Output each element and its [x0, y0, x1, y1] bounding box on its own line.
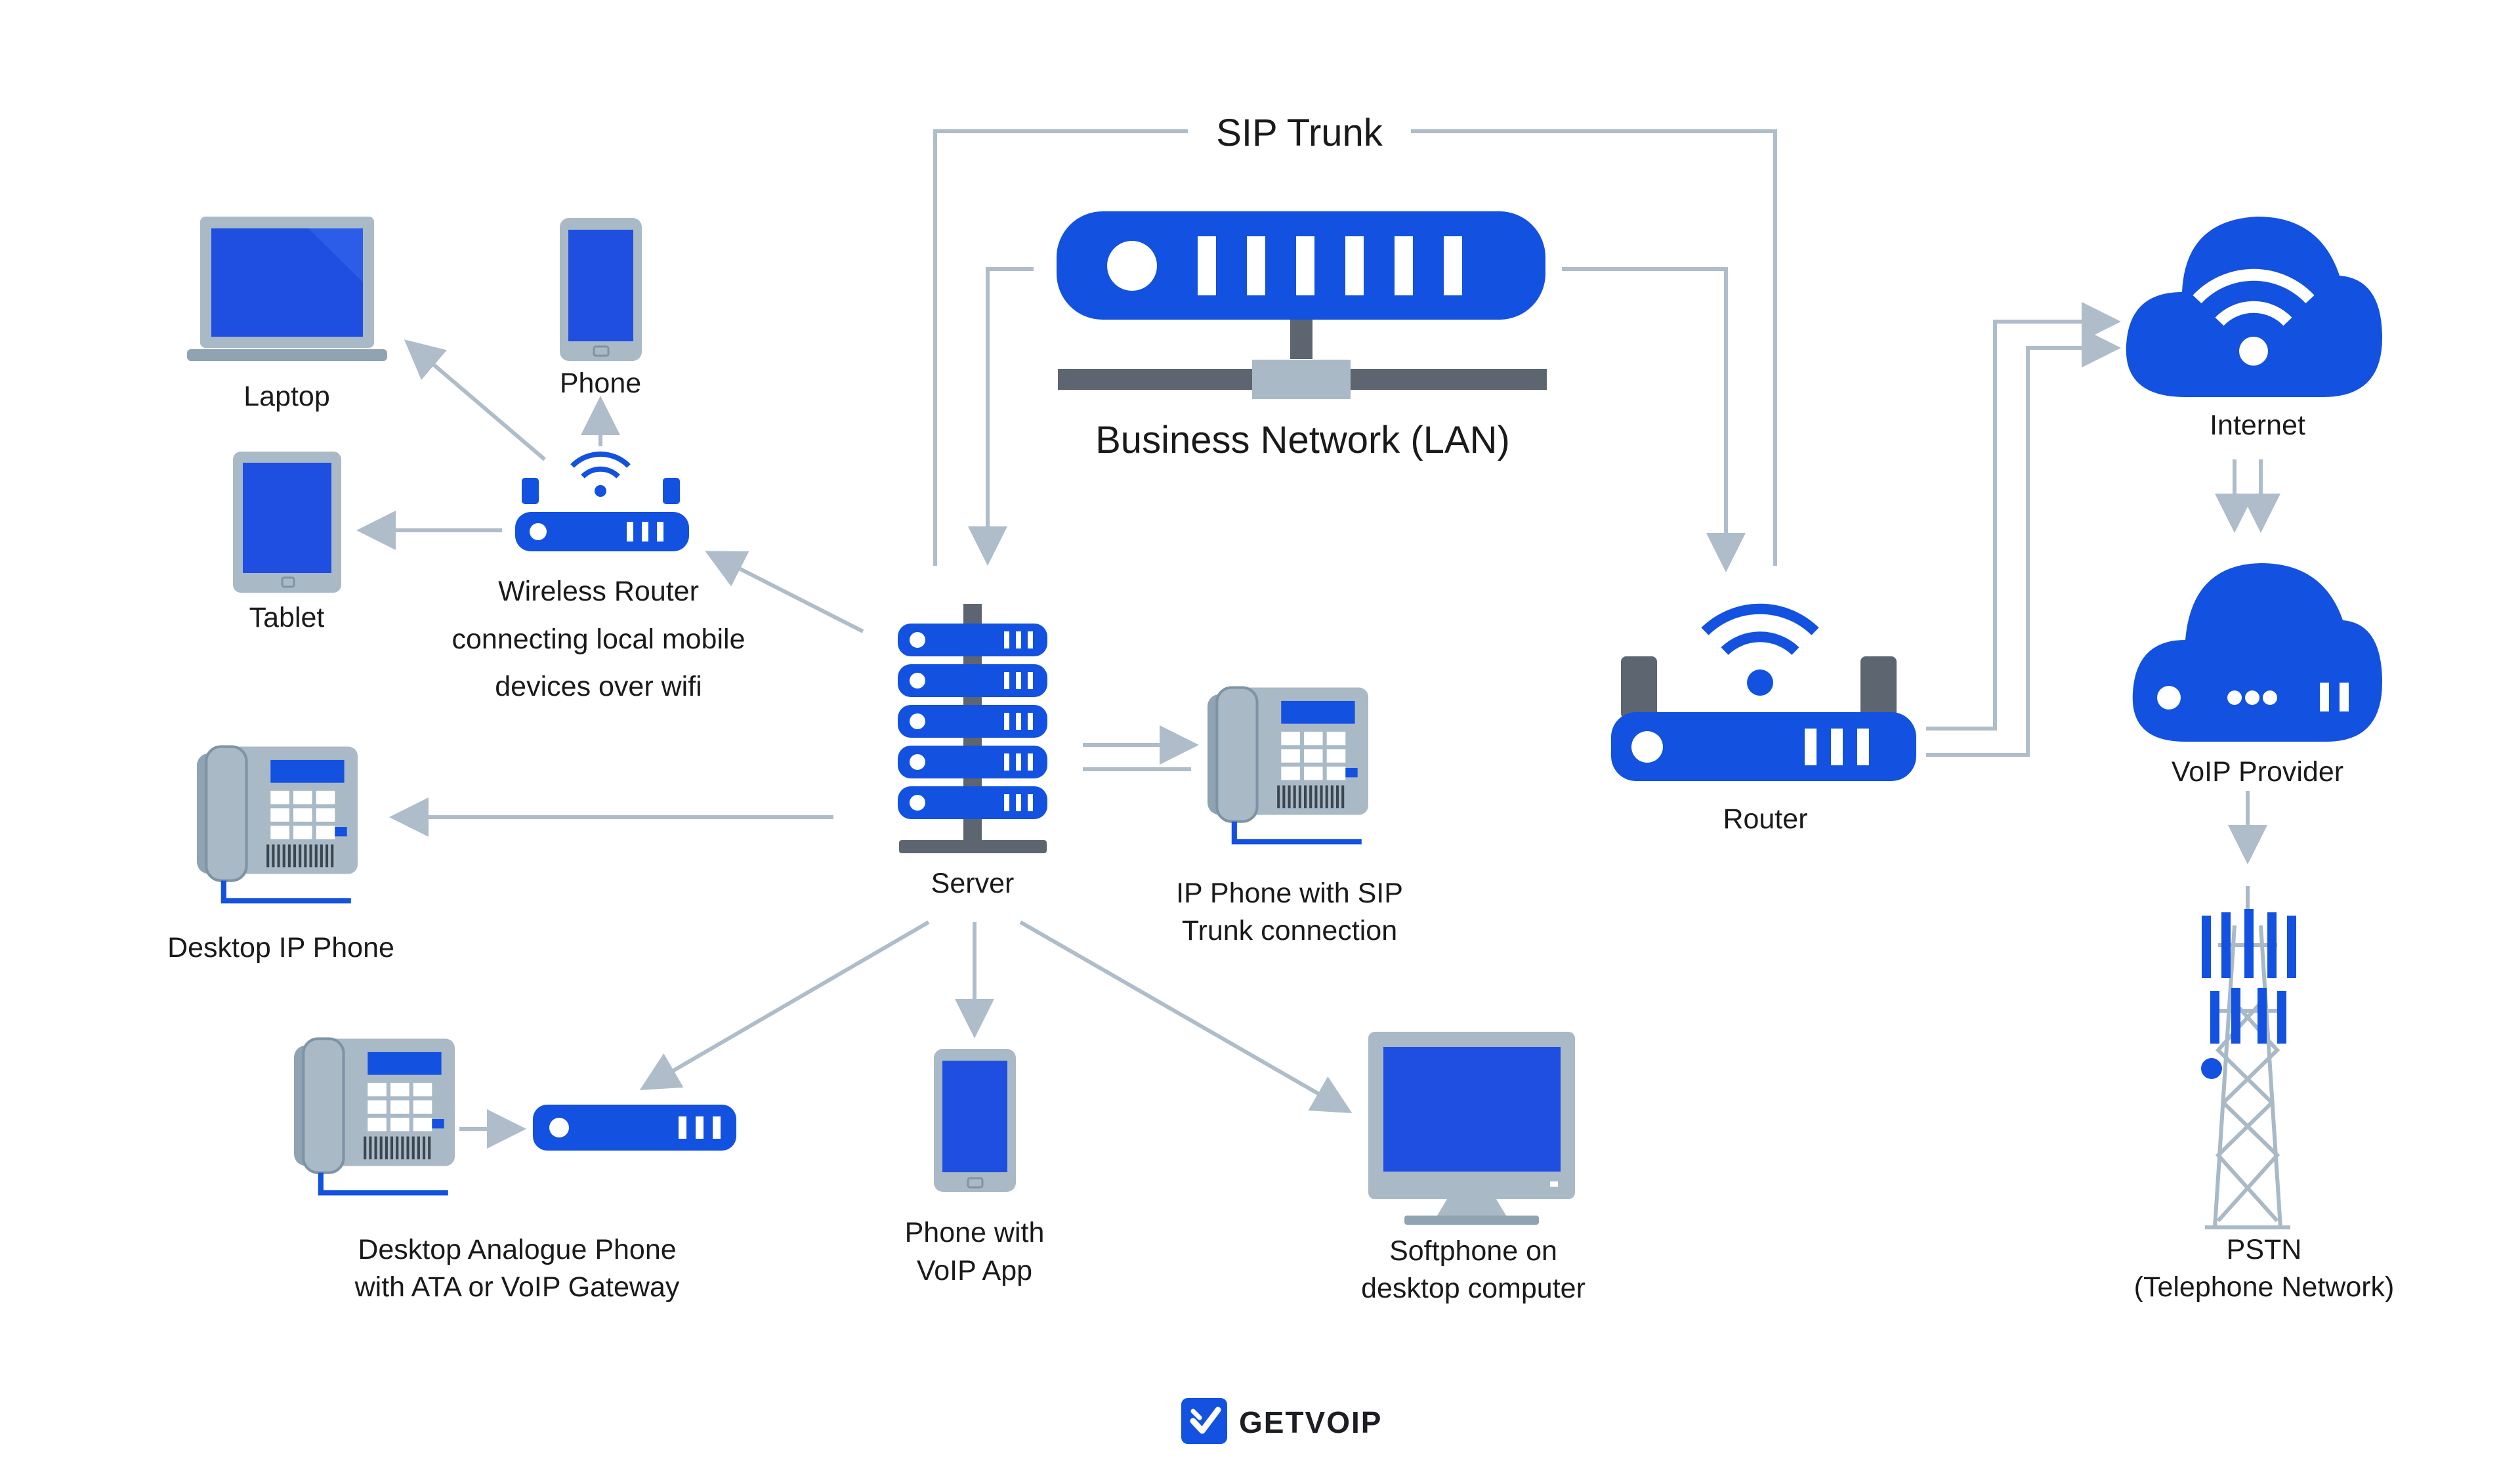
desktop-ip-phone-label: Desktop IP Phone	[167, 932, 394, 964]
brand-logo: GETVOIP	[1181, 1398, 1382, 1444]
lan-label: Business Network (LAN)	[1095, 419, 1510, 461]
wifi-router-icon	[515, 451, 689, 551]
phone-label: Phone	[560, 368, 641, 399]
voip-app-phone-label-1: Phone with	[905, 1217, 1045, 1248]
cloud-server-icon	[2132, 563, 2382, 742]
ip-phone-sip-icon	[1208, 688, 1368, 842]
wireless-router-label-1: Wireless Router	[498, 576, 699, 607]
wireless-router-label-3: devices over wifi	[495, 671, 702, 702]
server-icon	[898, 604, 1047, 853]
router-to-internet-arrow	[1926, 302, 2121, 731]
phone-icon	[560, 218, 642, 361]
voip-app-phone-label-2: VoIP App	[917, 1255, 1032, 1286]
server-to-wireless-arrow	[705, 551, 864, 633]
desk-phone-icon	[197, 747, 358, 901]
router-icon	[1611, 603, 1916, 781]
server-to-softphone-arrow	[1019, 920, 1353, 1113]
server-to-ata-arrow	[639, 920, 930, 1091]
laptop-icon	[187, 217, 387, 361]
router-label: Router	[1723, 803, 1807, 835]
wifi-to-laptop-arrow	[404, 339, 546, 461]
cell-tower-icon	[2201, 886, 2296, 1229]
logo-check-icon	[1181, 1398, 1227, 1444]
router-to-internet-arrow-2	[1926, 328, 2121, 757]
sip-trunk-label: SIP Trunk	[1216, 112, 1383, 154]
lan-to-server-arrow	[968, 267, 1034, 566]
pstn-label-2: (Telephone Network)	[2134, 1271, 2395, 1303]
internet-label: Internet	[2210, 410, 2305, 441]
cloud-wifi-icon	[2126, 217, 2382, 397]
app-phone-icon	[934, 1049, 1016, 1192]
brand-name: GETVOIP	[1239, 1405, 1382, 1439]
pstn-label-1: PSTN	[2227, 1234, 2302, 1265]
ip-phone-sip-label-1: IP Phone with SIP	[1176, 878, 1403, 909]
lan-switch-icon	[1057, 211, 1547, 399]
tablet-icon	[233, 452, 341, 593]
connectors	[356, 129, 2280, 1149]
wireless-router-label-2: connecting local mobile	[452, 624, 746, 655]
lan-to-router-arrow	[1562, 267, 1746, 572]
voip-provider-label: VoIP Provider	[2172, 756, 2343, 788]
analogue-phone-label-1: Desktop Analogue Phone	[358, 1234, 676, 1265]
tablet-label: Tablet	[249, 602, 325, 633]
analogue-phone-label-2: with ATA or VoIP Gateway	[354, 1271, 680, 1303]
analogue-phone-icon	[294, 1039, 455, 1193]
softphone-label-2: desktop computer	[1361, 1273, 1586, 1304]
softphone-label-1: Softphone on	[1389, 1235, 1557, 1267]
monitor-icon	[1368, 1032, 1575, 1225]
ip-phone-sip-label-2: Trunk connection	[1182, 915, 1397, 946]
sip-trunk-line	[933, 129, 1777, 566]
server-label: Server	[931, 868, 1015, 899]
ata-gateway-icon	[533, 1105, 736, 1151]
laptop-label: Laptop	[243, 381, 330, 412]
